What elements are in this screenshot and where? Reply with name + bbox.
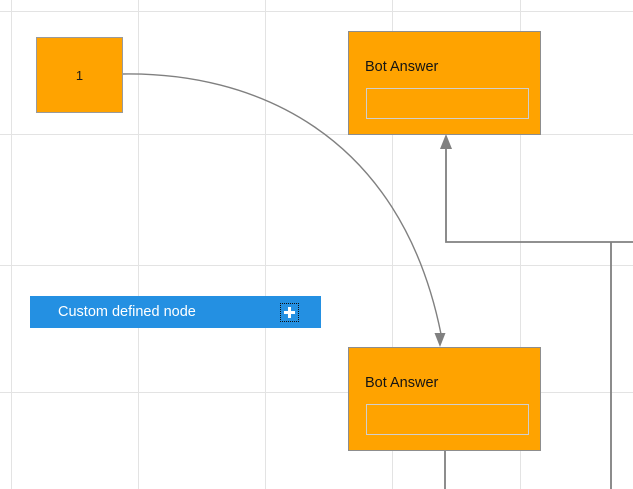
start-node[interactable]: 1 [36, 37, 123, 113]
bot-answer-node-top[interactable]: Bot Answer [348, 31, 541, 135]
custom-defined-node-bar[interactable]: Custom defined node [30, 296, 321, 328]
bot-answer-node-bottom[interactable]: Bot Answer [348, 347, 541, 451]
grid-line-vertical [11, 0, 12, 489]
grid-line-vertical [265, 0, 266, 489]
bot-answer-node-bottom-slot[interactable] [366, 404, 529, 435]
custom-defined-node-label: Custom defined node [58, 303, 196, 320]
bot-answer-node-bottom-title: Bot Answer [365, 375, 439, 391]
start-node-label: 1 [75, 67, 84, 83]
grid-line-horizontal [0, 11, 633, 12]
grid-line-horizontal [0, 392, 633, 393]
bot-answer-node-top-title: Bot Answer [365, 59, 439, 75]
bot-answer-node-top-slot[interactable] [366, 88, 529, 119]
grid-line-vertical [138, 0, 139, 489]
plus-icon[interactable] [280, 302, 299, 322]
grid-line-horizontal [0, 265, 633, 266]
